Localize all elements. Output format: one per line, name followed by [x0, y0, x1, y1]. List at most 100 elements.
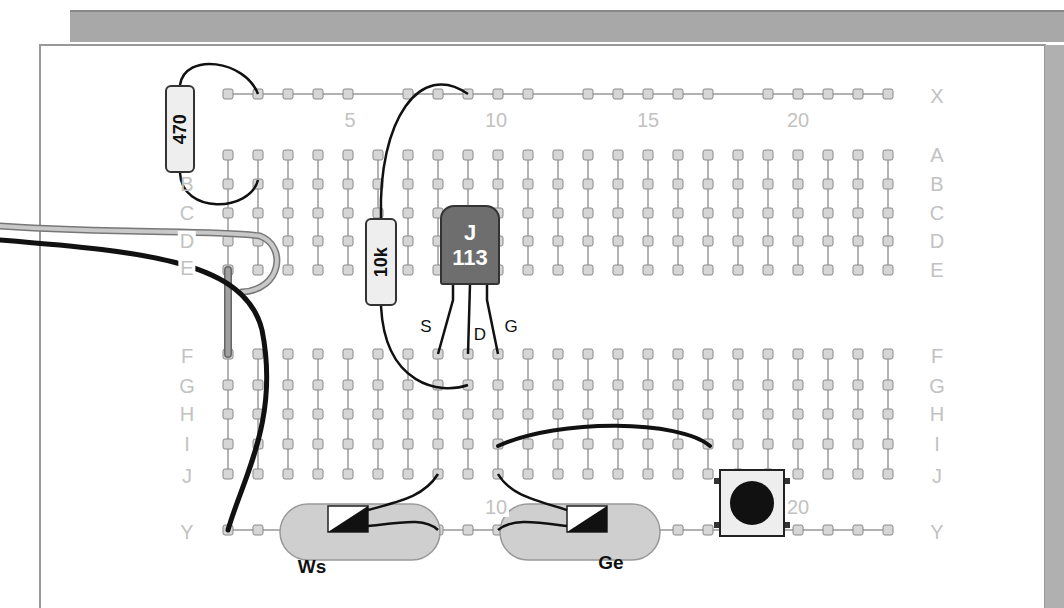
breadboard-hole [403, 409, 413, 419]
breadboard-hole [613, 179, 623, 189]
row-letter: G [179, 376, 195, 396]
row-letter: B [180, 174, 193, 194]
transistor-leg [468, 284, 470, 354]
breadboard-hole [343, 179, 353, 189]
breadboard-hole [493, 179, 503, 189]
board-outline [40, 45, 1045, 608]
breadboard-hole [763, 380, 773, 390]
breadboard-hole [613, 380, 623, 390]
breadboard-hole [853, 380, 863, 390]
row-letter: D [930, 231, 944, 251]
breadboard-hole [553, 265, 563, 275]
breadboard-hole [283, 179, 293, 189]
breadboard-hole [553, 179, 563, 189]
breadboard-hole [793, 525, 803, 535]
row-letter: C [930, 203, 944, 223]
breadboard-hole [613, 89, 623, 99]
row-letter: H [930, 404, 944, 424]
resistor-lead [381, 84, 468, 218]
breadboard-hole [613, 265, 623, 275]
breadboard-hole [463, 150, 473, 160]
breadboard-hole [523, 380, 533, 390]
breadboard-hole [853, 208, 863, 218]
breadboard-hole [823, 265, 833, 275]
resistor-lead [180, 173, 258, 204]
breadboard-hole [673, 208, 683, 218]
breadboard-hole [673, 150, 683, 160]
breadboard-hole [553, 150, 563, 160]
breadboard-hole [253, 208, 263, 218]
breadboard-hole [613, 409, 623, 419]
breadboard-hole [853, 349, 863, 359]
breadboard-hole [223, 409, 233, 419]
grey-wire-core [0, 226, 277, 292]
breadboard-hole [523, 349, 533, 359]
breadboard-hole [283, 380, 293, 390]
breadboard-hole [253, 469, 263, 479]
part-name: Ge [598, 553, 623, 572]
breadboard-hole [823, 179, 833, 189]
row-letter: Y [180, 522, 193, 542]
breadboard-hole [283, 150, 293, 160]
breadboard-hole [883, 409, 893, 419]
breadboard-hole [823, 89, 833, 99]
sensor-symbol-fill [328, 506, 368, 532]
breadboard-hole [853, 150, 863, 160]
breadboard-hole [223, 439, 233, 449]
breadboard-hole [853, 265, 863, 275]
breadboard-hole [313, 349, 323, 359]
breadboard-hole [673, 236, 683, 246]
breadboard-hole [583, 179, 593, 189]
breadboard-hole [403, 439, 413, 449]
row-letter: Y [930, 522, 943, 542]
breadboard-hole [733, 236, 743, 246]
breadboard-hole [223, 179, 233, 189]
breadboard-hole [823, 150, 833, 160]
breadboard-hole [643, 409, 653, 419]
sensor-symbol [328, 506, 368, 532]
resistor-470: 470 [165, 85, 195, 173]
sensor-symbol-fill [567, 506, 607, 532]
breadboard-hole [373, 380, 383, 390]
breadboard-hole [643, 380, 653, 390]
sensor-lead [368, 522, 438, 530]
breadboard-hole [583, 265, 593, 275]
breadboard-hole [523, 150, 533, 160]
row-letter: A [930, 145, 943, 165]
breadboard-hole [703, 89, 713, 99]
row-letter: B [930, 174, 943, 194]
row-letter: F [931, 346, 943, 366]
breadboard-hole [823, 380, 833, 390]
row-letter: F [181, 346, 193, 366]
breadboard-hole [343, 409, 353, 419]
breadboard-hole [313, 409, 323, 419]
transistor-leg [438, 284, 453, 354]
sensor-capsule [500, 504, 660, 560]
breadboard-hole [853, 409, 863, 419]
row-letter: J [932, 466, 942, 486]
breadboard-hole [673, 439, 683, 449]
breadboard-hole [793, 208, 803, 218]
breadboard-hole [313, 150, 323, 160]
breadboard-hole [763, 208, 773, 218]
breadboard-hole [313, 89, 323, 99]
row-letter: X [930, 86, 943, 106]
row-letter: C [180, 203, 194, 223]
breadboard-hole [823, 469, 833, 479]
row-letter: I [934, 434, 940, 454]
breadboard-hole [823, 236, 833, 246]
breadboard-hole [703, 236, 713, 246]
breadboard-hole [343, 439, 353, 449]
breadboard-hole [343, 208, 353, 218]
breadboard-hole [763, 439, 773, 449]
breadboard-hole [793, 349, 803, 359]
breadboard-hole [523, 469, 533, 479]
breadboard-hole [793, 89, 803, 99]
pushbutton [720, 470, 784, 536]
jumper-wire [498, 426, 710, 446]
board-top-bar [70, 10, 1064, 42]
breadboard-hole [403, 208, 413, 218]
row-letter: J [182, 466, 192, 486]
breadboard-hole [763, 349, 773, 359]
breadboard-hole [823, 439, 833, 449]
